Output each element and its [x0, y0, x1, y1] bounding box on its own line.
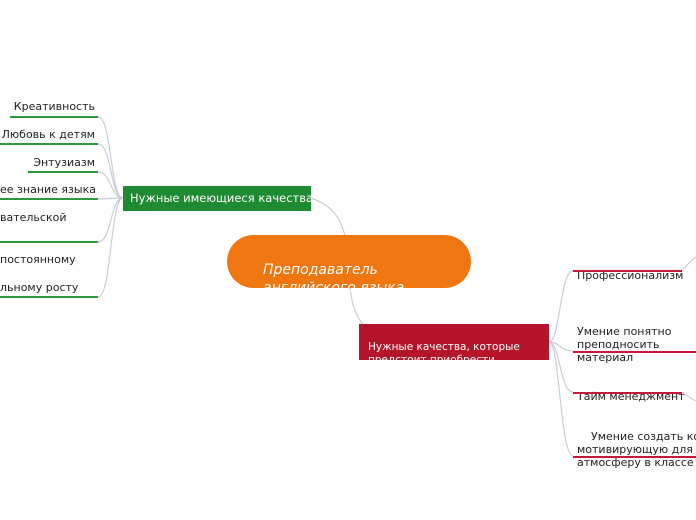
leaf-creativity[interactable]: Креативность [0, 100, 95, 114]
leaf-comfortable-atmosphere[interactable]: Умение создать комф мотивирующую для о а… [577, 417, 696, 482]
leaf-language-knowledge-underline [0, 198, 98, 200]
leaf-time-management[interactable]: Тайм менеджмент [577, 377, 692, 403]
leaf-enthusiasm-label: Энтузиазм [33, 156, 95, 169]
leaf-professionalism-underline [573, 270, 682, 272]
leaf-striving-line-1[interactable]: постоянному [0, 253, 76, 267]
leaf-language-knowledge-label: ее знание языка [0, 183, 96, 196]
leaf-striving-line-2-label: льному росту [0, 281, 79, 294]
leaf-creativity-label: Креативность [13, 100, 95, 113]
leaf-striving-line-2[interactable]: льному росту [0, 281, 78, 295]
link-red-stub-3 [681, 391, 696, 402]
link-red-leaf-4 [548, 341, 574, 457]
leaf-time-management-underline [573, 392, 682, 394]
branch-existing-qualities[interactable]: Нужные имеющиеся качества [123, 186, 314, 211]
leaf-striving-line-1-label: постоянному [0, 253, 76, 266]
link-green-leaf-6 [97, 197, 124, 298]
branch-qualities-to-acquire-label: Нужные качества, которые предстоит приоб… [368, 341, 520, 366]
leaf-love-for-children[interactable]: Любовь к детям [0, 128, 95, 142]
central-topic[interactable]: Преподаватель английского языка [227, 235, 471, 296]
leaf-language-knowledge[interactable]: ее знание языка [0, 183, 96, 197]
leaf-striving-underline [0, 296, 98, 298]
leaf-creativity-underline [10, 116, 98, 118]
leaf-clear-explanation-label: Умение понятно преподносить материал [577, 325, 672, 364]
leaf-comfortable-atmosphere-label: Умение создать комф мотивирующую для о а… [577, 430, 696, 469]
link-red-stub-1 [681, 256, 696, 271]
link-green-leaf-2 [97, 143, 124, 199]
branch-qualities-to-acquire[interactable]: Нужные качества, которые предстоит приоб… [359, 324, 549, 366]
leaf-comfortable-atmosphere-underline [573, 456, 696, 458]
central-topic-label: Преподаватель английского языка [263, 262, 405, 296]
leaf-teaching-experience-label: вательской [0, 211, 67, 224]
link-red-leaf-3 [548, 341, 574, 393]
leaf-love-for-children-underline [0, 143, 98, 145]
branch-existing-qualities-label: Нужные имеющиеся качества [130, 191, 314, 205]
leaf-professionalism-label: Профессионализм [577, 269, 684, 282]
leaf-clear-explanation[interactable]: Умение понятно преподносить материал [577, 312, 692, 364]
link-red-leaf-1 [548, 270, 574, 343]
leaf-clear-explanation-underline [573, 351, 696, 353]
leaf-teaching-experience-underline [0, 241, 98, 243]
leaf-professionalism[interactable]: Профессионализм [577, 256, 692, 282]
leaf-enthusiasm-underline [28, 171, 98, 173]
link-green-leaf-4 [97, 197, 124, 200]
leaf-love-for-children-label: Любовь к детям [1, 128, 95, 141]
link-green-leaf-5 [97, 197, 124, 243]
link-central-red [349, 287, 366, 327]
leaf-enthusiasm[interactable]: Энтузиазм [0, 156, 95, 170]
link-central-green [310, 197, 346, 237]
link-green-leaf-1 [97, 116, 124, 199]
leaf-teaching-experience[interactable]: вательской [0, 211, 66, 225]
link-green-leaf-3 [97, 171, 124, 199]
